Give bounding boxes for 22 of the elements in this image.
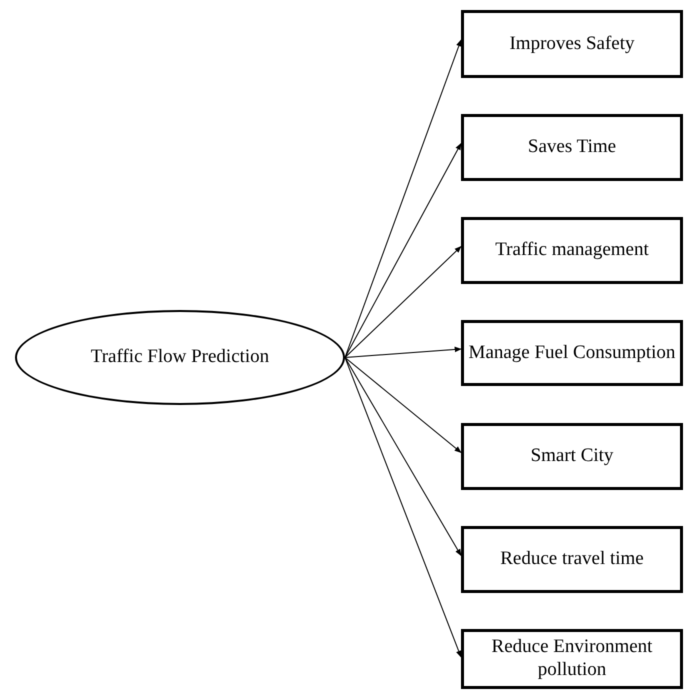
- box-node: [461, 526, 683, 593]
- node-text: Traffic management: [495, 239, 649, 262]
- box-node: [461, 629, 683, 689]
- arrow: [344, 39, 462, 358]
- node-text: Saves Time: [528, 136, 616, 159]
- node-text: Reduce Environment pollution: [490, 636, 654, 682]
- arrow: [344, 357, 462, 556]
- box-node: [461, 320, 683, 386]
- node-text: Reduce travel time: [500, 548, 644, 571]
- box-node: [461, 423, 683, 490]
- arrow: [344, 357, 462, 453]
- box-node: [461, 10, 683, 78]
- arrow: [344, 346, 462, 358]
- box-node: [461, 217, 683, 284]
- arrow: [344, 357, 462, 658]
- arrow: [344, 142, 462, 358]
- arrow: [344, 246, 462, 358]
- node-text: Improves Safety: [509, 32, 635, 56]
- node-text: Manage Fuel Consumption: [468, 342, 676, 364]
- box-node: [461, 114, 683, 181]
- node-text: Traffic Flow Prediction: [90, 346, 270, 369]
- node-text: Smart City: [530, 445, 614, 468]
